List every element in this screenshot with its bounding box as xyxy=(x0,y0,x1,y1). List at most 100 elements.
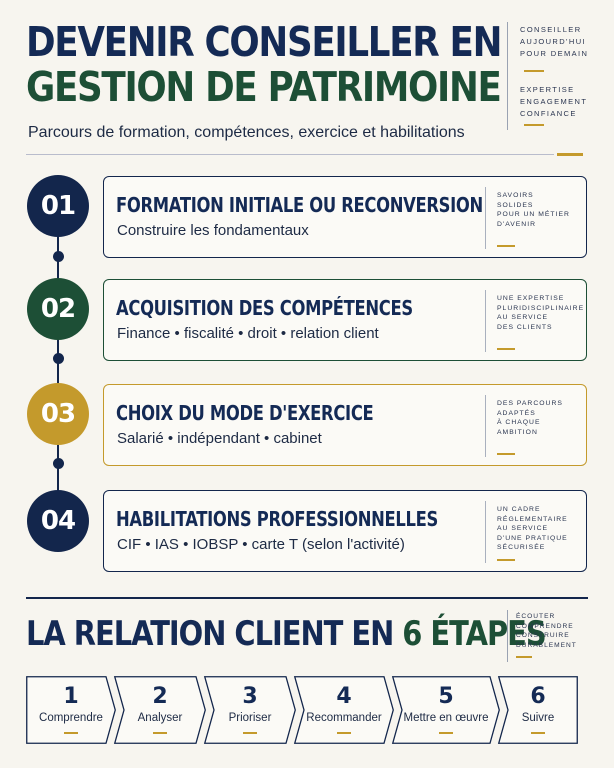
tagline-2: EXPERTISE ENGAGEMENT CONFIANCE xyxy=(520,84,606,120)
stage-4-number-badge: 04 xyxy=(27,490,89,552)
relation-step-accent xyxy=(439,732,453,734)
stage-3-title: CHOIX DU MODE D'EXERCICE xyxy=(116,401,374,425)
relation-step-number: 6 xyxy=(530,684,546,709)
stage-1-note-line: SAVOIRS xyxy=(497,192,534,199)
stage-4-title: HABILITATIONS PROFESSIONNELLES xyxy=(116,507,439,531)
stage-1-title: FORMATION INITIALE OU RECONVERSION xyxy=(116,193,483,217)
stage-4-divider xyxy=(485,501,486,563)
tagline-1-line: POUR DEMAIN xyxy=(520,49,589,58)
tagline-1-accent xyxy=(524,70,544,72)
stage-1-note-line: POUR UN MÉTIER xyxy=(497,211,570,218)
title-line-2: GESTION DE PATRIMOINE xyxy=(26,63,502,111)
stage-4-note-line: UN CADRE RÉGLEMENTAIRE xyxy=(497,506,568,523)
relation-step-number: 3 xyxy=(242,684,258,709)
relation-step-label: Mettre en œuvre xyxy=(403,712,489,724)
relation-step-frame xyxy=(113,676,206,744)
relation-title: LA RELATION CLIENT EN 6 ÉTAPES xyxy=(26,614,547,654)
relation-step-accent xyxy=(243,732,257,734)
relation-step-accent xyxy=(153,732,167,734)
stage-4-note-line: D'UNE PRATIQUE xyxy=(497,534,568,542)
stage-3-note-line: À CHAQUE xyxy=(497,419,541,426)
stage-2-note-line: PLURIDISCIPLINAIRE xyxy=(497,304,585,312)
tagline-2-line: EXPERTISE xyxy=(520,85,575,94)
relation-step-frame xyxy=(26,676,116,744)
stage-2-number: 02 xyxy=(40,294,76,324)
relation-note-line: DURABLEMENT xyxy=(516,641,577,649)
section-separator xyxy=(26,597,588,599)
stage-1-note: SAVOIRS SOLIDES POUR UN MÉTIER D'AVENIR xyxy=(497,191,579,229)
relation-step-accent xyxy=(337,732,351,734)
relation-step-frame xyxy=(293,676,394,744)
relation-note: ÉCOUTER COMPRENDRE CONSTRUIRE DURABLEMEN… xyxy=(516,612,606,650)
relation-step-frame xyxy=(391,676,500,744)
timeline-dot xyxy=(52,458,64,469)
page-subtitle: Parcours de formation, compétences, exer… xyxy=(28,124,465,141)
tagline-2-line: CONFIANCE xyxy=(520,109,577,118)
stage-3-number: 03 xyxy=(40,399,76,429)
stage-4-number: 04 xyxy=(40,506,76,536)
tagline-1-line: CONSEILLER xyxy=(520,25,582,34)
stage-1-subtitle: Construire les fondamentaux xyxy=(117,222,309,239)
stage-1-note-accent xyxy=(497,245,515,247)
stage-2-note-line: DES CLIENTS xyxy=(497,323,553,331)
stage-4-note: UN CADRE RÉGLEMENTAIRE AU SERVICE D'UNE … xyxy=(497,505,579,553)
stage-1-number: 01 xyxy=(40,191,76,221)
stage-2-note-accent xyxy=(497,348,515,350)
stage-2-note-line: UNE EXPERTISE xyxy=(497,295,565,302)
stage-1-divider xyxy=(485,187,486,249)
stage-1-number-badge: 01 xyxy=(27,175,89,237)
stage-2-note-line: AU SERVICE xyxy=(497,314,549,321)
relation-step-label: Suivre xyxy=(521,712,555,724)
stage-3-card: CHOIX DU MODE D'EXERCICE Salarié • indép… xyxy=(103,384,587,466)
stage-2-title: ACQUISITION DES COMPÉTENCES xyxy=(116,296,413,320)
tagline-1-line: AUJOURD'HUI xyxy=(520,37,586,46)
relation-step-number: 5 xyxy=(438,684,454,709)
stage-2-subtitle: Finance • fiscalité • droit • relation c… xyxy=(117,325,379,342)
stage-2-note: UNE EXPERTISE PLURIDISCIPLINAIRE AU SERV… xyxy=(497,294,585,332)
stage-4-subtitle: CIF • IAS • IOBSP • carte T (selon l'act… xyxy=(117,536,405,553)
relation-note-line: CONSTRUIRE xyxy=(516,632,570,639)
relation-step-label: Analyser xyxy=(137,712,183,724)
relation-divider xyxy=(507,610,508,662)
stage-4-note-accent xyxy=(497,559,515,561)
stage-3-note-line: DES PARCOURS xyxy=(497,400,563,407)
stage-1-note-line: D'AVENIR xyxy=(497,220,537,228)
relation-step-number: 1 xyxy=(63,684,79,709)
stage-1-note-line: SOLIDES xyxy=(497,201,534,209)
relation-step-frame xyxy=(497,676,578,744)
header-separator xyxy=(26,154,554,155)
tagline-2-accent xyxy=(524,124,544,126)
relation-step-label: Comprendre xyxy=(39,712,103,724)
stage-3-subtitle: Salarié • indépendant • cabinet xyxy=(117,430,322,447)
stage-1-card: FORMATION INITIALE OU RECONVERSION Const… xyxy=(103,176,587,258)
stage-3-note-accent xyxy=(497,453,515,455)
tagline-2-line: ENGAGEMENT xyxy=(520,97,588,106)
tagline-1: CONSEILLER AUJOURD'HUI POUR DEMAIN xyxy=(520,24,606,60)
relation-step-label: Prioriser xyxy=(228,712,272,724)
page-title: DEVENIR CONSEILLER EN GESTION DE PATRIMO… xyxy=(26,18,502,111)
relation-step-frame xyxy=(203,676,296,744)
stage-4-note-line: AU SERVICE xyxy=(497,525,549,532)
stage-2-divider xyxy=(485,290,486,352)
relation-step-number: 4 xyxy=(336,684,352,709)
relation-note-line: COMPRENDRE xyxy=(516,622,574,630)
relation-step-accent xyxy=(531,732,545,734)
stage-3-note: DES PARCOURS ADAPTÉS À CHAQUE AMBITION xyxy=(497,399,579,437)
title-line-1: DEVENIR CONSEILLER EN xyxy=(26,18,502,66)
stage-3-number-badge: 03 xyxy=(27,383,89,445)
stage-4-card: HABILITATIONS PROFESSIONNELLES CIF • IAS… xyxy=(103,490,587,572)
relation-title-part-1: LA RELATION CLIENT EN xyxy=(26,614,403,654)
header-divider xyxy=(507,22,508,130)
stage-3-note-line: ADAPTÉS xyxy=(497,409,536,417)
relation-step-label: Recommander xyxy=(306,712,382,724)
relation-step-number: 2 xyxy=(152,684,168,709)
relation-note-accent xyxy=(516,656,532,658)
relation-title-part-2: 6 ÉTAPES xyxy=(402,614,546,654)
timeline-dot xyxy=(52,353,64,364)
stage-4-note-line: SÉCURISÉE xyxy=(497,544,546,551)
